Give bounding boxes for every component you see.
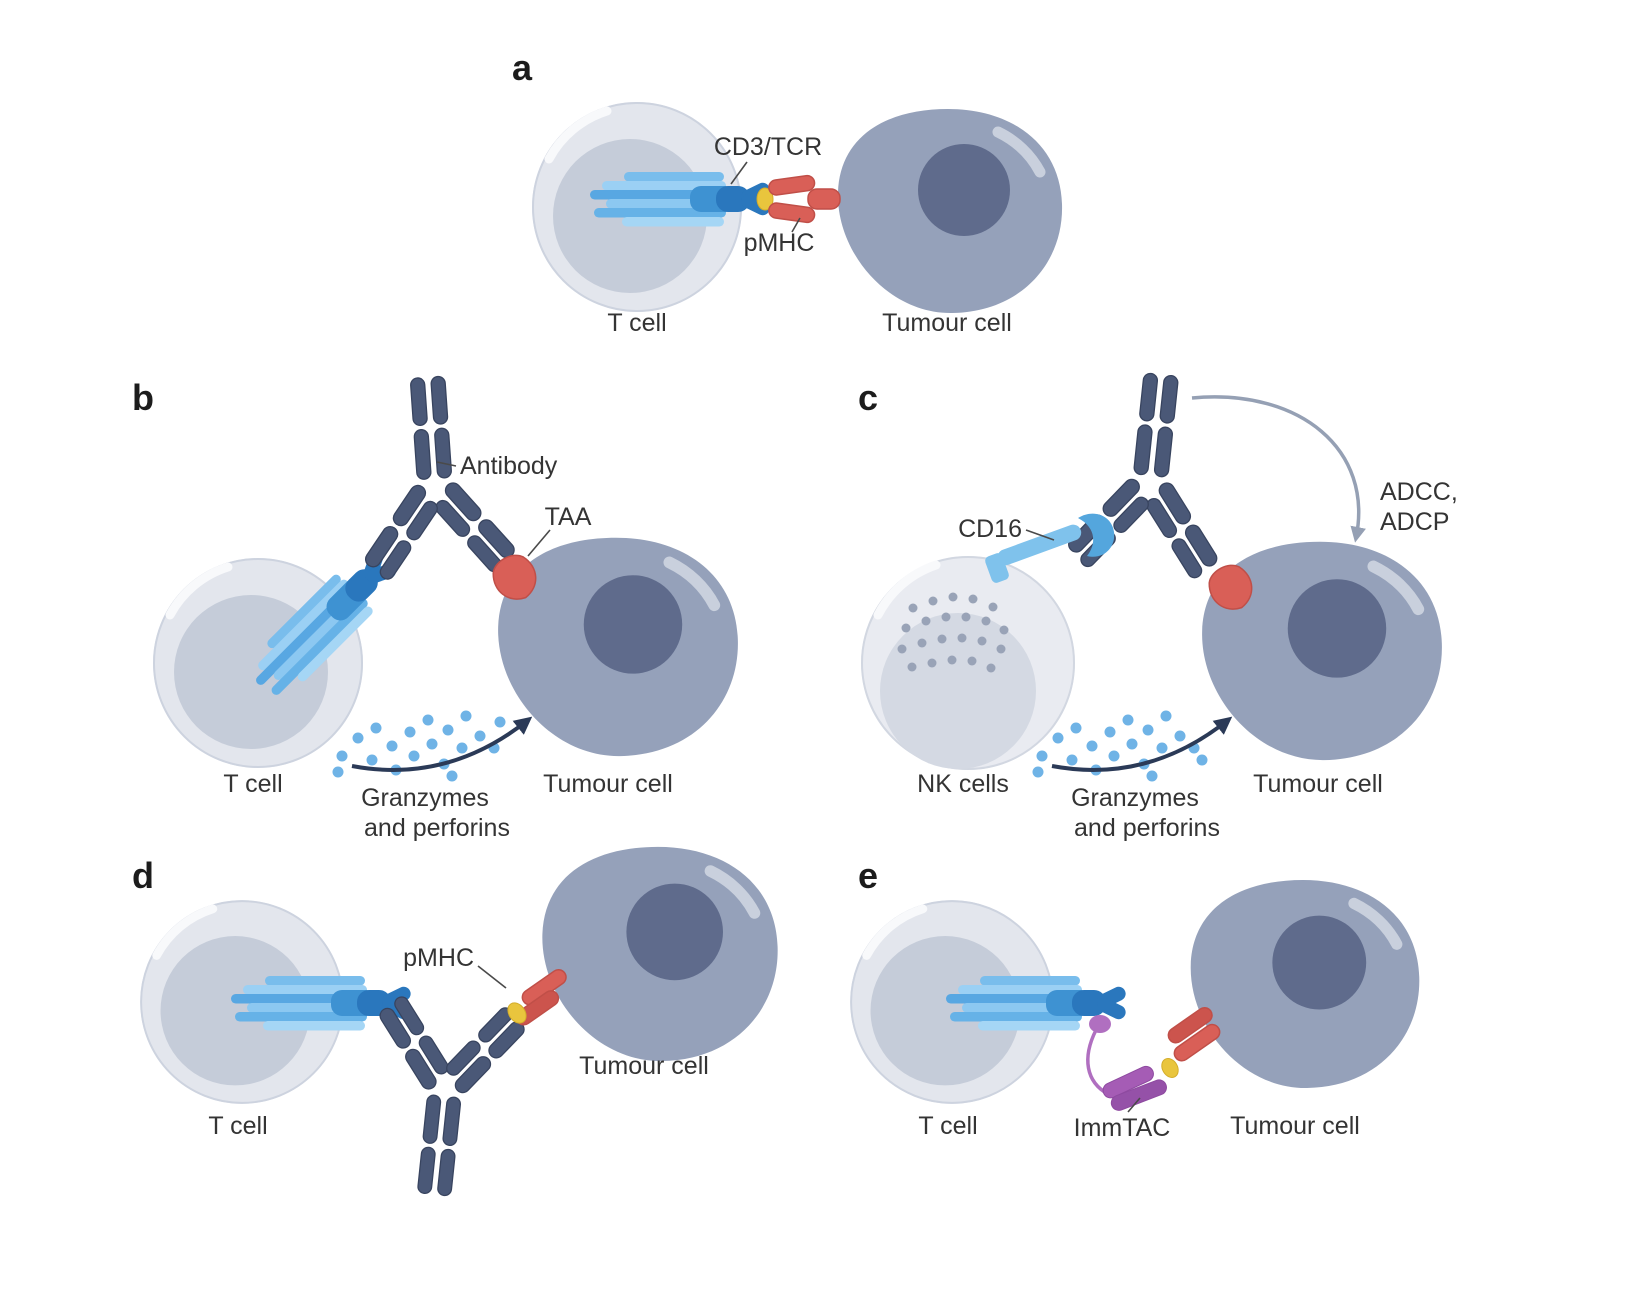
t-cell-label: T cell — [918, 1112, 977, 1140]
pmhc-molecule — [1167, 1006, 1221, 1062]
label-line-pmhc — [791, 217, 801, 233]
tumour-cell-label: Tumour cell — [882, 309, 1012, 337]
immtac-label: ImmTAC — [1074, 1114, 1171, 1142]
immtac-molecule — [1086, 1015, 1179, 1111]
panel-e: e ImmTAC T cell Tumour cell — [850, 855, 1419, 1142]
granzyme-arrow — [1051, 716, 1233, 772]
antibody — [358, 992, 531, 1203]
label-line-taa — [527, 529, 551, 557]
granzymes-label-line1: Granzymes — [361, 784, 489, 812]
granzymes-label-line2: and perforins — [1074, 814, 1220, 842]
panel-letter-e: e — [858, 855, 878, 896]
panel-letter-a: a — [512, 47, 533, 88]
cd3-tcr-label: CD3/TCR — [714, 133, 822, 161]
taa-label: TAA — [545, 503, 592, 531]
panel-a: a CD3/TCR pMHC T cell Tumour cell — [512, 47, 1062, 337]
tumour-cell-label: Tumour cell — [1230, 1112, 1360, 1140]
tumour-cell-illustration — [542, 847, 777, 1061]
granzyme-dots — [332, 710, 506, 782]
nk-cells-label: NK cells — [917, 770, 1009, 798]
label-line-cd3-tcr — [730, 161, 748, 185]
tumour-cell-label: Tumour cell — [579, 1052, 709, 1080]
adcc-arrow — [1191, 395, 1366, 543]
pmhc-label: pMHC — [403, 944, 474, 972]
panel-letter-d: d — [132, 855, 154, 896]
cd16-label: CD16 — [958, 515, 1022, 543]
label-line-pmhc — [477, 965, 507, 989]
label-line-antibody — [436, 461, 457, 467]
cd16-receptor — [985, 513, 1115, 583]
panel-b: b Antibody TAA T cell Granzymes and perf… — [132, 372, 738, 842]
granzymes-label-line2: and perforins — [364, 814, 510, 842]
tumour-cell-illustration — [838, 109, 1062, 313]
pmhc-molecule — [756, 173, 841, 225]
adcc-label-line2: ADCP — [1380, 508, 1449, 536]
pmhc-label: pMHC — [744, 229, 815, 257]
antibody — [1062, 366, 1240, 583]
granzymes-label-line1: Granzymes — [1071, 784, 1199, 812]
panel-letter-c: c — [858, 377, 878, 418]
adcc-label-line1: ADCC, — [1380, 478, 1458, 506]
tumour-cell-illustration — [1191, 880, 1420, 1088]
tumour-cell-label: Tumour cell — [543, 770, 673, 798]
panel-letter-b: b — [132, 377, 154, 418]
label-line-cd16 — [1025, 529, 1055, 541]
t-cell-label: T cell — [208, 1112, 267, 1140]
panel-d: d pMHC T cell Tumour cell — [132, 847, 778, 1203]
granzyme-dots — [1032, 710, 1208, 782]
t-cell-label: T cell — [223, 770, 282, 798]
antibody-label: Antibody — [460, 452, 558, 480]
pmhc-molecule — [507, 968, 567, 1026]
label-line-immtac — [1127, 1097, 1141, 1113]
t-cell-label: T cell — [607, 309, 666, 337]
panel-c: c CD16 ADCC, ADCP NK cells Granzymes and… — [858, 366, 1458, 842]
nk-cell-illustration — [861, 556, 1075, 770]
tumour-cell-label: Tumour cell — [1253, 770, 1383, 798]
granzyme-arrow — [351, 716, 533, 772]
